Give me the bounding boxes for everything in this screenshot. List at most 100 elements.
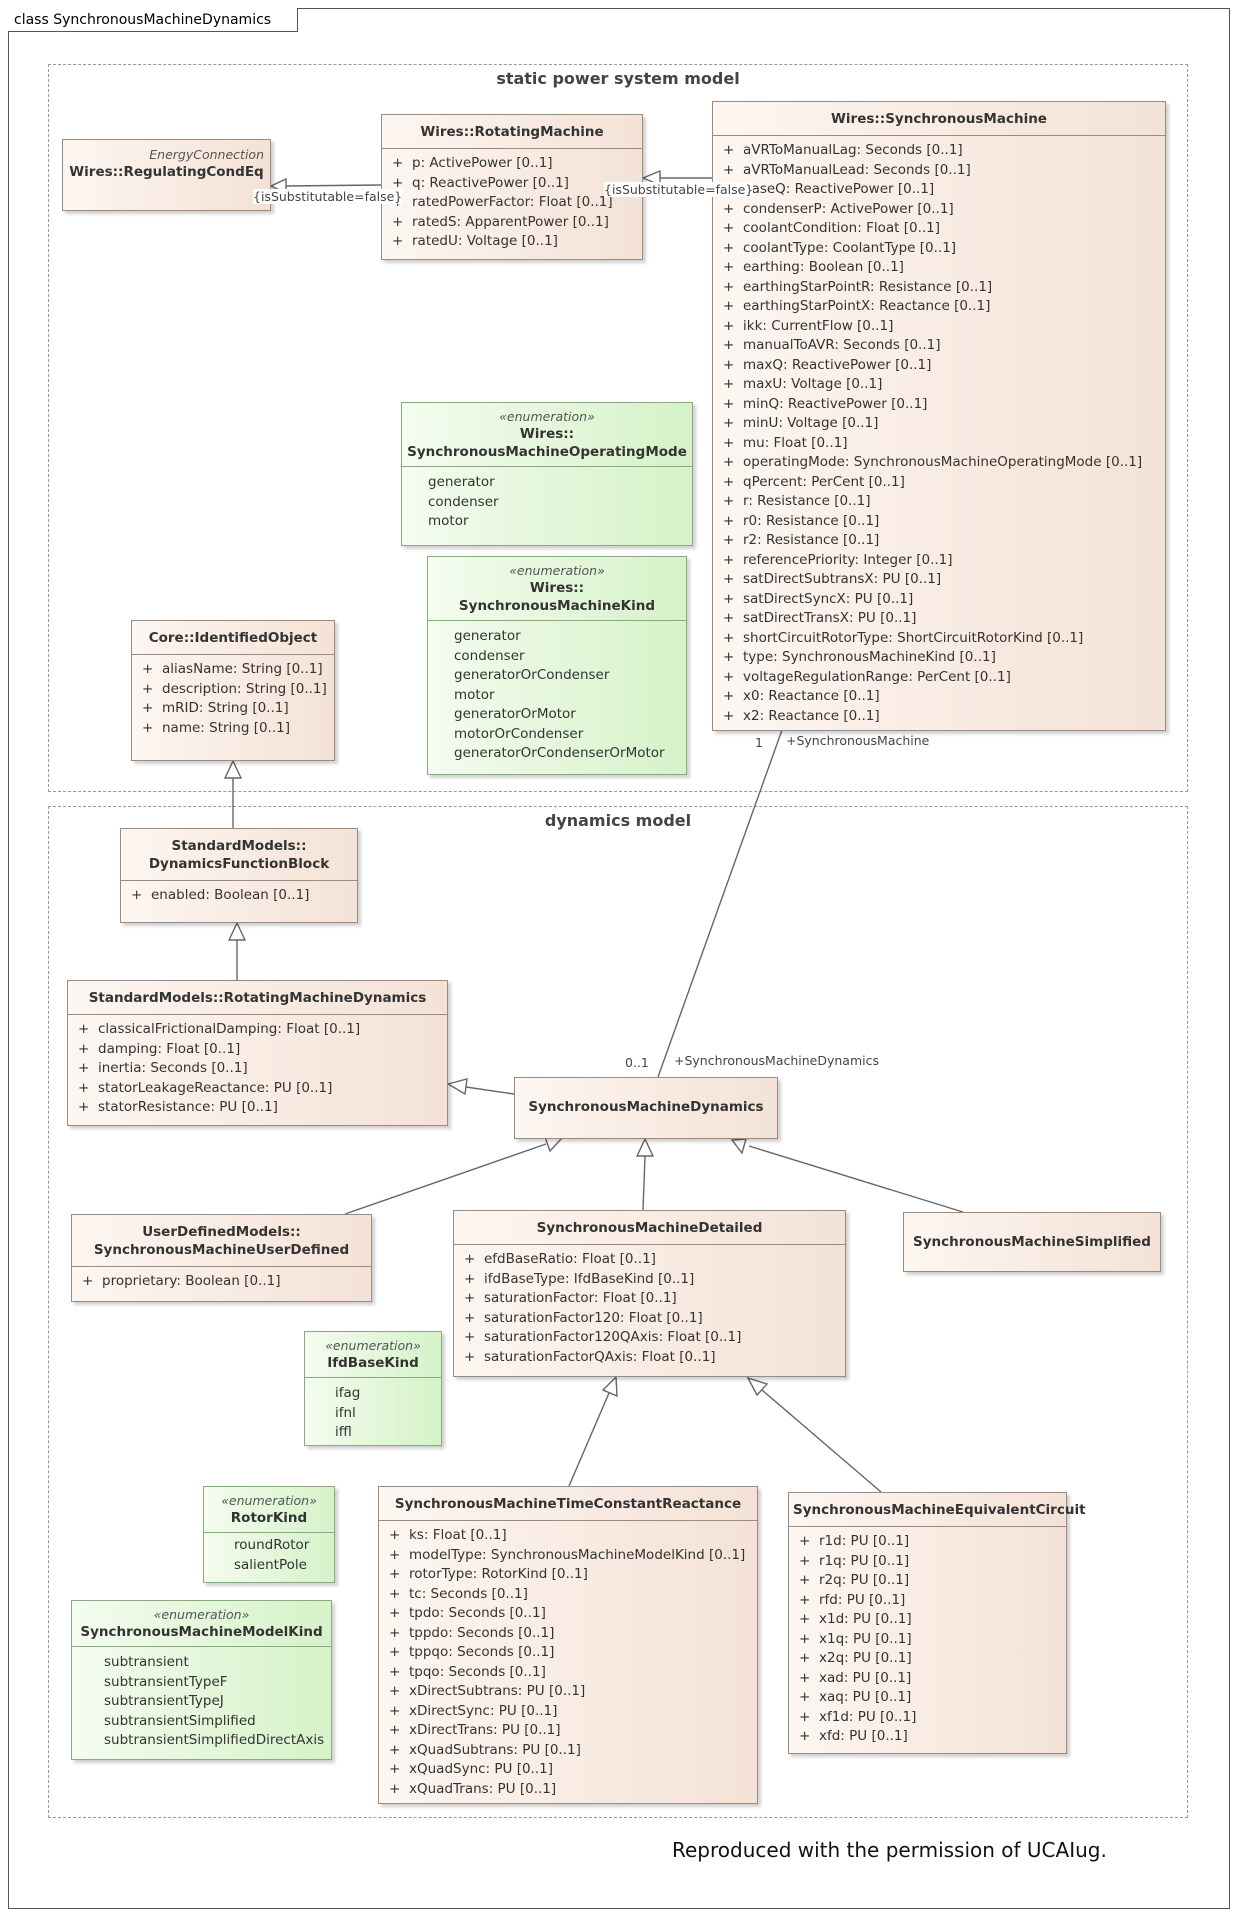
attribute-row: +tpqo: Seconds [0..1]	[389, 1663, 751, 1683]
visibility-marker: +	[392, 213, 404, 230]
attribute-text: classicalFrictionalDamping: Float [0..1]	[98, 1021, 361, 1037]
visibility-marker: +	[723, 317, 735, 334]
attribute-text: xQuadSubtrans: PU [0..1]	[409, 1741, 581, 1758]
visibility-marker: +	[723, 590, 735, 607]
attribute-text: coolantType: CoolantType [0..1]	[743, 239, 957, 256]
class-name-eqc: SynchronousMachineEquivalentCircuit	[793, 1502, 1086, 1518]
class-synchronous-machine-simplified[interactable]: SynchronousMachineSimplified	[903, 1212, 1161, 1272]
attribute-text: mu: Float [0..1]	[743, 434, 848, 451]
class-rotating-machine-dynamics[interactable]: StandardModels::RotatingMachineDynamics …	[67, 980, 448, 1126]
visibility-marker: +	[723, 649, 735, 665]
package-title-dynamics: dynamics model	[544, 811, 692, 830]
class-name-tcr: SynchronousMachineTimeConstantReactance	[394, 1496, 742, 1512]
attribute-row: + ikk: CurrentFlow [0..1]	[723, 317, 1159, 337]
attribute-text: name: String [0..1]	[162, 719, 290, 736]
attribute-row: +satDirectSyncX: PU [0..1]	[723, 590, 1159, 610]
visibility-marker: +	[799, 1630, 811, 1647]
attribute-text: saturationFactor120QAxis: Float [0..1]	[484, 1329, 742, 1345]
gen-arrow-smd-3	[730, 1138, 747, 1155]
visibility-marker: +	[464, 1251, 476, 1267]
enum-synchronous-machine-model-kind[interactable]: «enumeration» SynchronousMachineModelKin…	[71, 1600, 332, 1760]
attribute-text: maxQ: ReactivePower [0..1]	[743, 356, 932, 373]
diagram-frame	[8, 8, 1230, 1909]
attribute-text: r1d: PU [0..1]	[819, 1533, 910, 1549]
visibility-marker: +	[78, 1040, 90, 1057]
frame-title: class SynchronousMachineDynamics	[8, 8, 299, 32]
attribute-text: type: SynchronousMachineKind [0..1]	[743, 649, 996, 665]
class-regulating-cond-eq[interactable]: EnergyConnection Wires::RegulatingCondEq	[62, 139, 271, 211]
enum-name: IfdBaseKind	[327, 1355, 419, 1371]
gen-arrow-identified	[223, 759, 243, 779]
visibility-marker: +	[389, 1702, 401, 1719]
gen-arrow-detailed-1	[601, 1375, 618, 1398]
attribute-text: damping: Float [0..1]	[98, 1040, 241, 1057]
attribute-text: aliasName: String [0..1]	[162, 661, 323, 677]
visibility-marker: +	[392, 174, 404, 191]
attribute-text: x1d: PU [0..1]	[819, 1611, 912, 1627]
class-name-dfb: DynamicsFunctionBlock	[148, 856, 330, 872]
class-rotating-machine[interactable]: Wires::RotatingMachine +p: ActivePower […	[381, 114, 643, 260]
attribute-text: statorLeakageReactance: PU [0..1]	[98, 1079, 333, 1096]
attribute-row: +xQuadSync: PU [0..1]	[389, 1760, 751, 1780]
attribute-row: +saturationFactor120QAxis: Float [0..1]	[464, 1328, 839, 1348]
class-identified-object[interactable]: Core::IdentifiedObject +aliasName: Strin…	[131, 620, 335, 761]
attribute-text: satDirectSubtransX: PU [0..1]	[743, 571, 942, 587]
attribute-row: +xDirectSync: PU [0..1]	[389, 1702, 751, 1722]
attribute-text: ikk: CurrentFlow [0..1]	[743, 317, 894, 334]
attribute-text: ratedS: ApparentPower [0..1]	[412, 213, 609, 230]
visibility-marker: +	[723, 668, 735, 685]
attribute-row: +x2q: PU [0..1]	[799, 1649, 1060, 1669]
enum-literal: subtransientTypeF	[104, 1673, 228, 1690]
enum-literal: generator	[454, 628, 521, 644]
enum-name: SynchronousMachineOperatingMode	[407, 444, 687, 460]
enum-name: SynchronousMachineKind	[458, 598, 656, 614]
enum-synchronous-machine-operating-mode[interactable]: «enumeration» Wires:: SynchronousMachine…	[401, 402, 693, 546]
visibility-marker: +	[464, 1270, 476, 1287]
attribute-row: +classicalFrictionalDamping: Float [0..1…	[78, 1020, 441, 1040]
gen-arrow-dfb	[227, 921, 247, 941]
attribute-text: description: String [0..1]	[162, 680, 327, 697]
attribute-text: xaq: PU [0..1]	[819, 1689, 912, 1705]
visibility-marker: +	[723, 239, 735, 256]
attribute-row: +satDirectTransX: PU [0..1]	[723, 609, 1159, 629]
attribute-row: +earthingStarPointX: Reactance [0..1]	[723, 297, 1159, 317]
attribute-text: r1q: PU [0..1]	[819, 1552, 910, 1569]
attribute-row: +condenserP: ActivePower [0..1]	[723, 200, 1159, 220]
attribute-text: tppqo: Seconds [0..1]	[409, 1644, 555, 1660]
attribute-row: +rfd: PU [0..1]	[799, 1591, 1060, 1611]
gen-rotating-to-regulating	[285, 184, 382, 187]
attribute-text: condenserP: ActivePower [0..1]	[743, 200, 954, 217]
attribute-row: +efdBaseRatio: Float [0..1]	[464, 1250, 839, 1270]
enum-literal: subtransientSimplifiedDirectAxis	[104, 1732, 325, 1748]
attribute-row: +statorLeakageReactance: PU [0..1]	[78, 1079, 441, 1099]
attribute-row: +statorResistance: PU [0..1]	[78, 1098, 441, 1118]
visibility-marker: +	[78, 1060, 90, 1076]
class-synchronous-machine-time-constant-reactance[interactable]: SynchronousMachineTimeConstantReactance …	[378, 1486, 758, 1804]
class-synchronous-machine-dynamics[interactable]: SynchronousMachineDynamics	[514, 1077, 778, 1139]
attribute-text: aVRToManualLag: Seconds [0..1]	[743, 142, 963, 158]
attribute-text: satDirectTransX: PU [0..1]	[743, 610, 917, 626]
class-synchronous-machine[interactable]: Wires::SynchronousMachine +aVRToManualLa…	[712, 101, 1166, 731]
visibility-marker: +	[723, 161, 735, 178]
attribute-text: qPercent: PerCent [0..1]	[743, 473, 905, 490]
class-synchronous-machine-detailed[interactable]: SynchronousMachineDetailed +efdBaseRatio…	[453, 1210, 846, 1377]
enum-name-prefix: Wires::	[519, 426, 575, 442]
attribute-row: +tppdo: Seconds [0..1]	[389, 1624, 751, 1644]
attribute-text: tpqo: Seconds [0..1]	[409, 1663, 546, 1680]
gen-arrow-smd-2	[635, 1137, 655, 1157]
visibility-marker: +	[142, 680, 154, 697]
attribute-row: +r0: Resistance [0..1]	[723, 512, 1159, 532]
class-dynamics-function-block[interactable]: StandardModels:: DynamicsFunctionBlock +…	[120, 828, 358, 923]
enum-synchronous-machine-kind[interactable]: «enumeration» Wires:: SynchronousMachine…	[427, 556, 687, 775]
attribute-row: +ks: Float [0..1]	[389, 1526, 751, 1546]
attribute-row: +xf1d: PU [0..1]	[799, 1708, 1060, 1728]
attribute-row: +inertia: Seconds [0..1]	[78, 1059, 441, 1079]
attribute-row: +q: ReactivePower [0..1]	[392, 174, 636, 194]
class-synchronous-machine-equivalent-circuit[interactable]: SynchronousMachineEquivalentCircuit + r1d…	[788, 1492, 1086, 1754]
attribute-row: +ifdBaseType: IfdBaseKind [0..1]	[464, 1270, 839, 1290]
class-synchronous-machine-user-defined[interactable]: UserDefinedModels:: SynchronousMachineUs…	[71, 1214, 372, 1302]
attribute-list: +proprietary: Boolean [0..1]	[72, 1267, 371, 1298]
